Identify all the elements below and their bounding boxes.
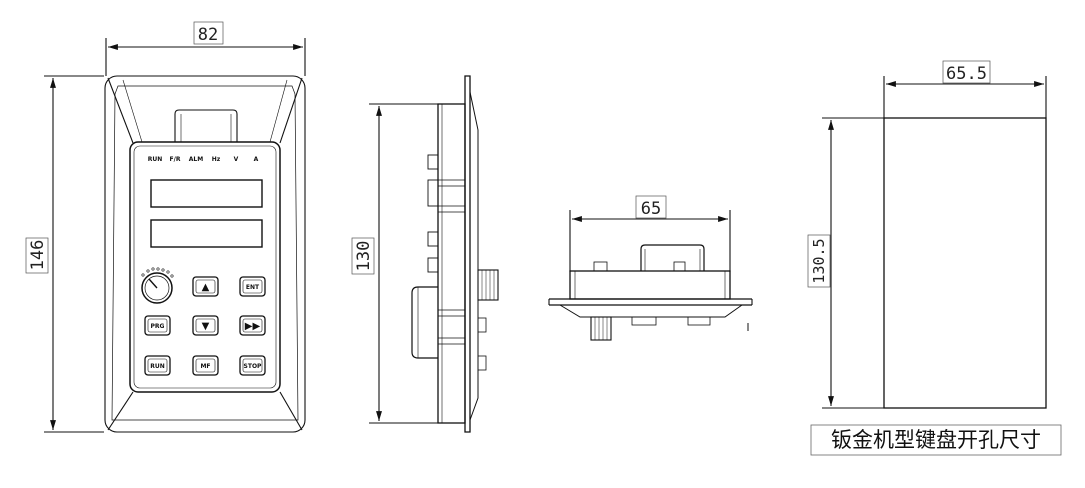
stop-button[interactable]: STOP — [239, 355, 266, 376]
up-arrow-icon: ▲ — [202, 282, 210, 293]
multi-function-button[interactable]: MF — [192, 355, 219, 376]
side-view: 130 — [351, 75, 499, 433]
front-width-dimension: 82 — [105, 21, 306, 76]
potentiometer-knob[interactable] — [141, 267, 174, 304]
indicator-fr: F/R — [170, 156, 181, 163]
side-knob — [477, 269, 499, 301]
indicator-alm: ALM — [189, 156, 203, 163]
front-width-label: 82 — [198, 25, 218, 45]
up-button[interactable]: ▲ — [192, 276, 219, 297]
keypad-face — [129, 141, 281, 393]
stop-button-label: STOP — [244, 363, 263, 370]
cutout-height-dimension: 130.5 — [807, 117, 884, 409]
side-height-dimension: 130 — [351, 103, 438, 424]
display-lower — [150, 219, 263, 248]
indicator-hz: Hz — [212, 156, 221, 163]
cutout-rectangle — [883, 117, 1047, 409]
display-upper — [150, 179, 263, 208]
side-height-label: 130 — [354, 241, 374, 272]
run-button-label: RUN — [150, 363, 165, 370]
indicator-v: V — [234, 156, 239, 163]
indicator-run: RUN — [148, 156, 163, 163]
top-view: 65 — [548, 195, 753, 341]
front-height-dimension: 146 — [25, 75, 104, 433]
outer-bezel — [104, 75, 306, 433]
cutout-view: 65.5 130.5 钣金机型键盘开孔尺寸 — [807, 60, 1062, 456]
top-width-label: 65 — [641, 199, 661, 219]
program-button[interactable]: PRG — [144, 315, 171, 336]
run-button[interactable]: RUN — [144, 355, 171, 376]
enter-button-label: ENT — [246, 284, 260, 291]
enter-button[interactable]: ENT — [239, 276, 266, 297]
top-tab — [174, 109, 238, 142]
indicator-a: A — [254, 156, 259, 163]
double-arrow-icon: ▶▶ — [245, 321, 261, 332]
down-arrow-icon: ▼ — [202, 321, 210, 332]
cutout-caption: 钣金机型键盘开孔尺寸 — [831, 428, 1041, 452]
cutout-height-label: 130.5 — [810, 238, 828, 283]
top-knob — [590, 316, 612, 341]
front-height-label: 146 — [28, 240, 48, 271]
front-view: 82 146 RUN F/R ALM Hz — [25, 21, 306, 433]
cutout-width-label: 65.5 — [946, 64, 987, 84]
top-width-dimension: 65 — [569, 195, 731, 272]
down-button[interactable]: ▼ — [192, 315, 219, 336]
multi-function-button-label: MF — [200, 363, 210, 370]
shift-button[interactable]: ▶▶ — [239, 315, 266, 336]
indicator-row: RUN F/R ALM Hz V A — [148, 156, 259, 163]
program-button-label: PRG — [151, 323, 165, 330]
cutout-width-dimension: 65.5 — [883, 60, 1047, 118]
